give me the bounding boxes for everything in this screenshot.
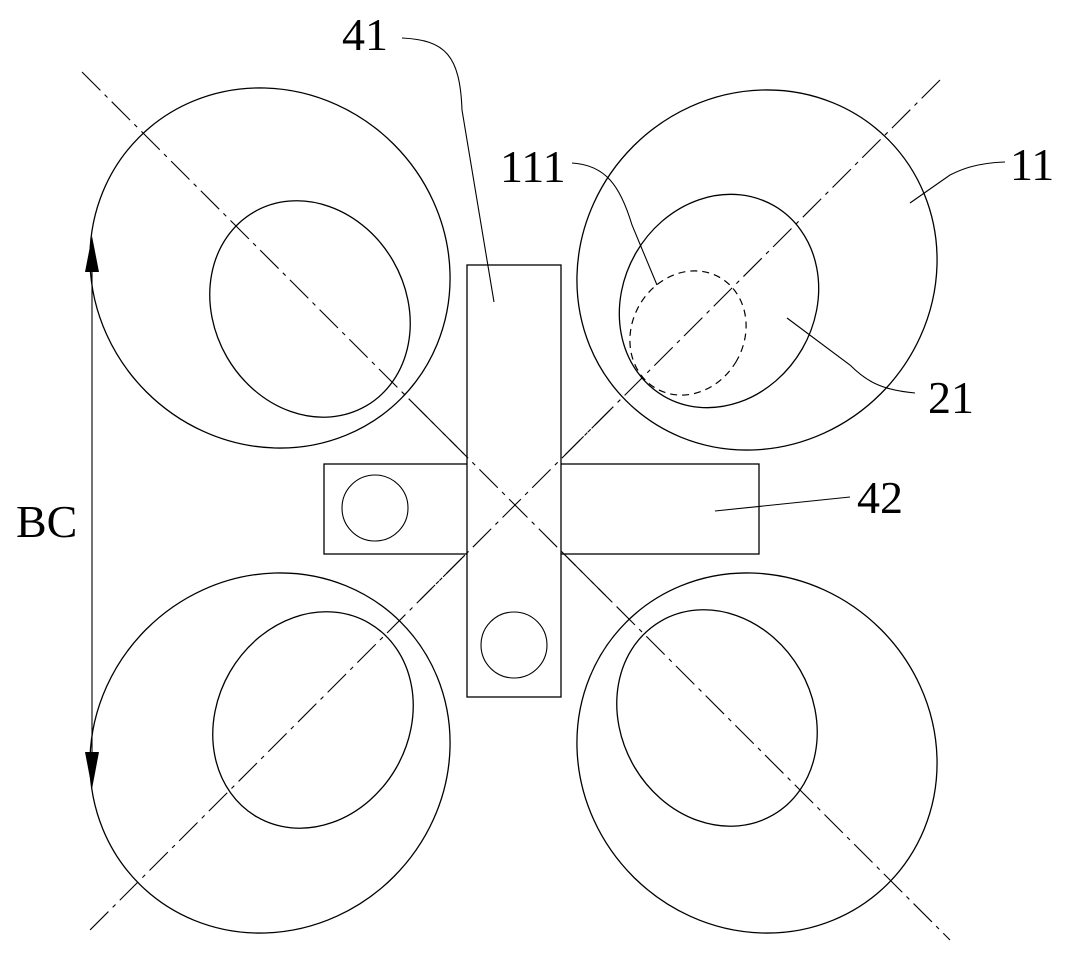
- outer-ellipse-bottom-right: [576, 572, 938, 934]
- inner-ellipse-top-left: [209, 200, 411, 418]
- hidden-ellipse-111: [629, 270, 747, 396]
- vertical-bar-41: [466, 264, 562, 698]
- inner-ellipse-top-right: [618, 193, 820, 409]
- leader-line-11: [909, 161, 1006, 204]
- label-21: 21: [928, 372, 974, 423]
- axis-line-diagonal-up-center: [419, 409, 611, 601]
- lobe-top-right: [576, 89, 938, 451]
- dimension-bc: [85, 236, 99, 789]
- label-bc: BC: [16, 496, 77, 547]
- arrowhead-down-icon: [85, 752, 99, 789]
- lobe-bottom-right: [576, 572, 938, 934]
- lobe-bottom-left: [89, 572, 451, 934]
- leader-line-111: [571, 162, 658, 286]
- inner-ellipse-bottom-right: [616, 609, 818, 827]
- arrowhead-up-icon: [85, 236, 99, 272]
- vertical-bar-hole: [480, 611, 548, 679]
- inner-ellipse-bottom-left: [212, 611, 414, 829]
- leader-line-41: [401, 37, 495, 303]
- label-11: 11: [1010, 139, 1054, 190]
- vertical-bar-rect: [466, 264, 562, 698]
- outer-ellipse-top-right: [576, 89, 938, 451]
- leader-line-21: [786, 317, 916, 394]
- horizontal-bar-hole: [341, 474, 409, 542]
- outer-ellipse-top-left: [89, 87, 451, 449]
- outer-ellipse-bottom-left: [89, 572, 451, 934]
- label-42: 42: [857, 472, 903, 523]
- lobe-top-left: [89, 87, 451, 449]
- label-111: 111: [500, 141, 566, 192]
- label-41: 41: [342, 9, 388, 60]
- leader-line-42: [714, 496, 851, 512]
